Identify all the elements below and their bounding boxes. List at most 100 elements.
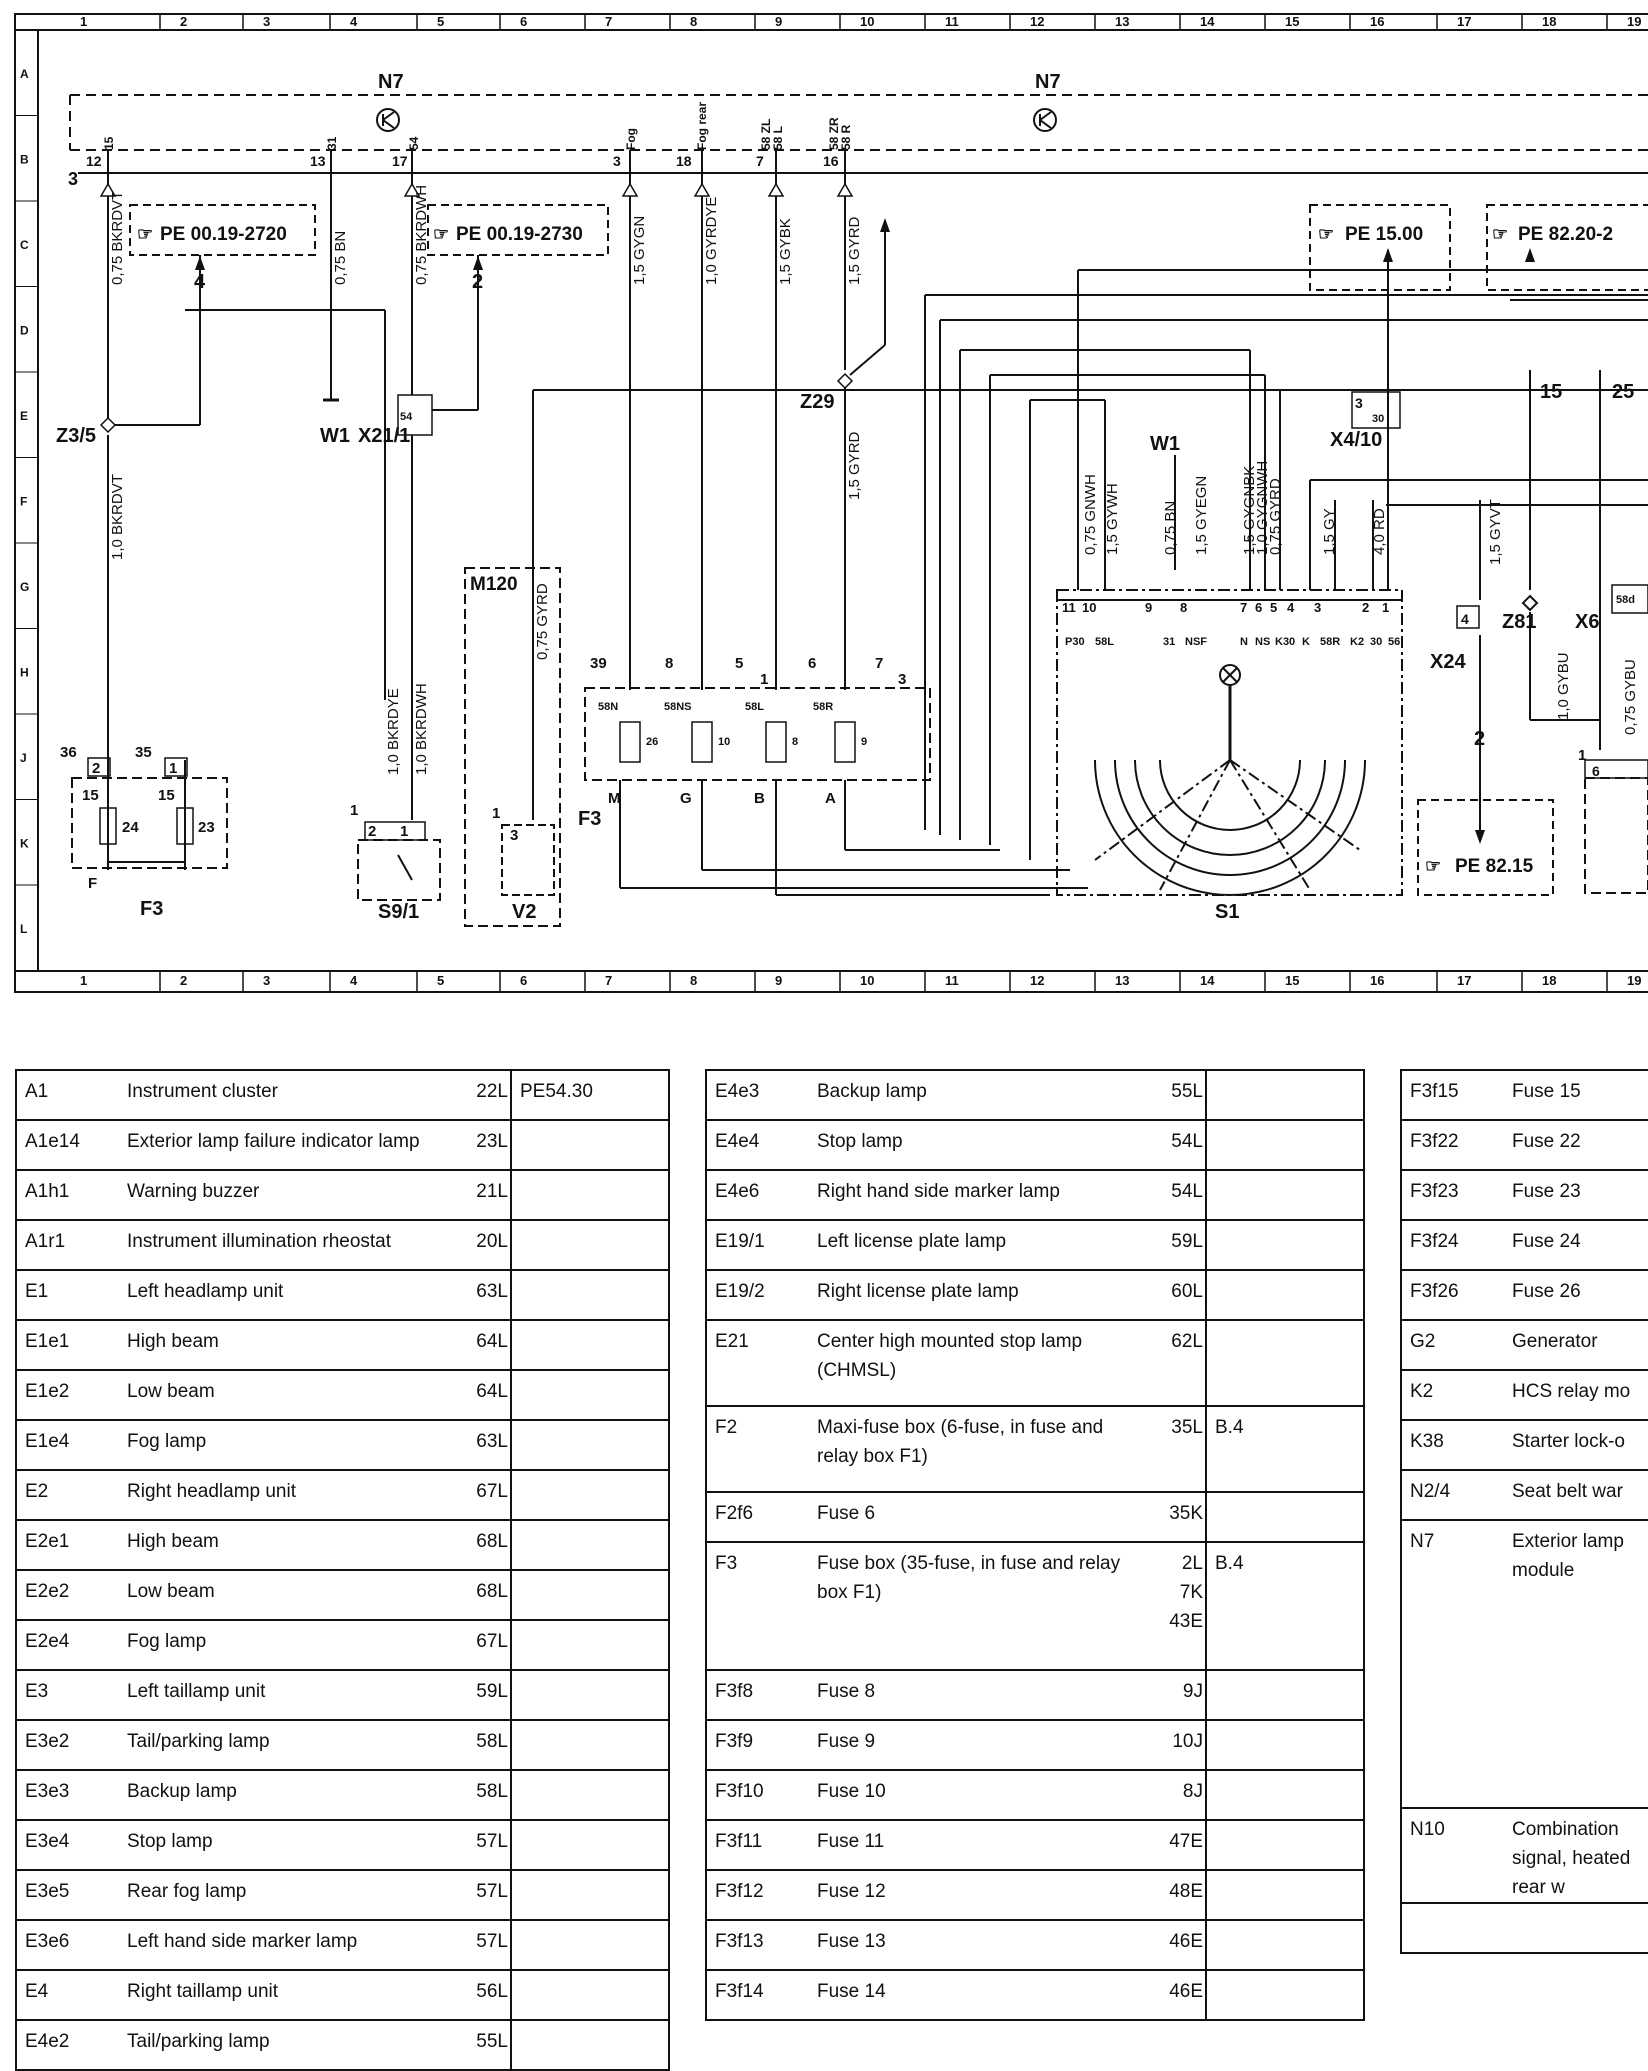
legend-code: E3e3 — [15, 1769, 119, 1821]
legend-location: 48E — [1155, 1869, 1207, 1921]
splice-z81-label: Z81 — [1502, 611, 1536, 633]
ref-pe-00-19-2720[interactable]: PE 00.19-2720 — [160, 224, 287, 245]
grid-col-label: 9 — [775, 14, 782, 29]
n7-pin-12: 12 — [86, 153, 102, 169]
legend-reference — [1205, 1719, 1365, 1771]
arrow-up-pe-15 — [1383, 248, 1393, 262]
legend-description: Backup lamp — [809, 1069, 1155, 1121]
n7-module-boundary — [69, 94, 1648, 151]
legend-description: Right hand side marker lamp — [809, 1169, 1155, 1221]
legend-reference — [510, 1569, 670, 1621]
ground-w1-mid: W1 — [1150, 433, 1180, 455]
f3-pin-24: 24 — [122, 819, 139, 836]
s1-pin-10: 10 — [1082, 600, 1096, 615]
grid-col-label: 16 — [1370, 14, 1384, 29]
fm-pin-a: A — [825, 790, 836, 807]
wire-label-gnwh-075: 0,75 GNWH — [1082, 474, 1099, 555]
f3-pin-23: 23 — [198, 819, 215, 836]
ref-num-2: 2 — [472, 271, 483, 293]
legend-description: Fuse 22 — [1504, 1119, 1648, 1171]
legend-location: 46E — [1155, 1919, 1207, 1971]
legend-location: 68L — [460, 1569, 512, 1621]
legend-code: E19/2 — [705, 1269, 809, 1321]
v2-pin-3: 3 — [510, 827, 518, 844]
legend-location: 57L — [460, 1919, 512, 1971]
wire-label-gybk-15: 1,5 GYBK — [777, 218, 794, 285]
wire-label-gyrdye-10: 1,0 GYRDYE — [703, 197, 720, 285]
legend-code: F2 — [705, 1405, 809, 1493]
legend-reference — [510, 1769, 670, 1821]
legend-reference — [510, 1619, 670, 1671]
f3-pin-1: 1 — [169, 760, 177, 777]
grid-row-label: F — [20, 495, 27, 509]
legend-location: 8J — [1155, 1769, 1207, 1821]
s1-pin-9: 9 — [1145, 600, 1152, 615]
legend-location: 58L — [460, 1719, 512, 1771]
grid-col-label: 3 — [263, 14, 270, 29]
ref-pe-15-00[interactable]: PE 15.00 — [1345, 224, 1423, 245]
s1-pin-1: 1 — [1382, 600, 1389, 615]
legend-code: E3e4 — [15, 1819, 119, 1871]
ref-num-15: 15 — [1540, 381, 1562, 403]
ref-pe-82-20[interactable]: PE 82.20-2 — [1518, 224, 1613, 245]
legend-description: Fuse 13 — [809, 1919, 1155, 1971]
legend-reference — [1205, 1119, 1365, 1171]
f3-pin-2: 2 — [92, 760, 100, 777]
n7-label-left: N7 — [378, 71, 404, 93]
legend-code: F3f11 — [705, 1819, 809, 1871]
grid-col-label: 1 — [80, 973, 87, 988]
legend-reference — [510, 2019, 670, 2071]
diagram-frame — [14, 13, 1648, 993]
legend-code: K38 — [1400, 1419, 1504, 1471]
s1-pin-58r: 58R — [1320, 636, 1340, 648]
splice-points — [99, 372, 854, 434]
s1-pin-56: 56 — [1388, 636, 1400, 648]
wire-label-gybu-10: 1,0 GYBU — [1555, 652, 1572, 720]
legend-code: F3f24 — [1400, 1219, 1504, 1271]
legend-code: F3f14 — [705, 1969, 809, 2021]
s1-pin-k2: K2 — [1350, 636, 1364, 648]
grid-col-label: 8 — [690, 973, 697, 988]
legend-description: High beam — [119, 1519, 460, 1571]
ref-pe-00-19-2730[interactable]: PE 00.19-2730 — [456, 224, 583, 245]
fm-pin-8b: 8 — [792, 736, 798, 748]
arrow-down-pe-82-15 — [1475, 830, 1485, 844]
ref-pe-82-15[interactable]: PE 82.15 — [1455, 856, 1534, 877]
wire-label-bkrdvt-10: 1,0 BKRDVT — [109, 474, 126, 560]
fuse-block-f3-left-label: F3 — [140, 898, 163, 920]
legend-code: F3f12 — [705, 1869, 809, 1921]
s1-pin-8: 8 — [1180, 600, 1187, 615]
legend-location: 59L — [1155, 1219, 1207, 1271]
fm-pin-26: 26 — [646, 736, 658, 748]
grid-col-label: 19 — [1627, 973, 1641, 988]
s1-pin-4: 4 — [1287, 600, 1295, 615]
grid-col-label: 8 — [690, 14, 697, 29]
legend-description: Fog lamp — [119, 1419, 460, 1471]
ground-w1-left: W1 — [320, 425, 350, 447]
legend-code: F3f9 — [705, 1719, 809, 1771]
fm-pin-58n: 58N — [598, 701, 618, 713]
n7-pin-58zr: 58 ZR — [827, 117, 841, 150]
fuse-block-f3-left — [71, 757, 228, 870]
legend-description: Low beam — [119, 1569, 460, 1621]
legend-reference: PE54.30 — [510, 1069, 670, 1121]
s1-pin-11: 11 — [1062, 600, 1076, 615]
